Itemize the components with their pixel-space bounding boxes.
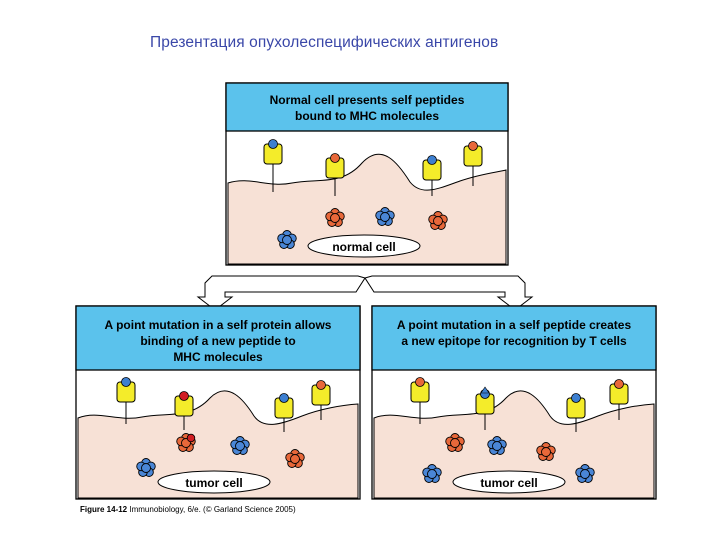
cell-label: normal cell [332, 240, 395, 254]
panel-header [371, 305, 657, 371]
cell-label: tumor cell [185, 476, 242, 490]
panel-header-line1: A point mutation in a self peptide creat… [397, 318, 632, 332]
panel-header-line2: binding of a new peptide to [140, 334, 295, 348]
panel-normal-cell: Normal cell presents self peptides bound… [225, 82, 509, 266]
panel-header [225, 82, 509, 132]
cell-label: tumor cell [480, 476, 537, 490]
branch-arrows [196, 275, 534, 311]
cell-body [227, 153, 507, 265]
mutated-residue [186, 433, 196, 443]
mhc-molecules [263, 139, 483, 196]
slide-title: Презентация опухолеспецифических антиген… [150, 34, 499, 51]
panel-mutation-peptide: A point mutation in a self peptide creat… [371, 305, 657, 500]
mhc-molecules [410, 377, 629, 432]
panel-header [75, 305, 361, 371]
panel-header-line1: A point mutation in a self protein allow… [105, 318, 332, 332]
panel-header-line1: Normal cell presents self peptides [270, 93, 465, 107]
panel-header-line2: a new epitope for recognition by T cells [401, 334, 627, 348]
panel-mutation-protein: A point mutation in a self protein allow… [75, 305, 361, 500]
mhc-molecules [116, 377, 331, 432]
panel-header-line3: MHC molecules [173, 350, 263, 364]
figure-source: Immunobiology, 6/e. (© Garland Science 2… [129, 505, 296, 514]
figure-caption: Figure 14-12 Immunobiology, 6/e. (© Garl… [80, 505, 296, 514]
figure-number: Figure 14-12 [80, 505, 128, 514]
panel-header-line2: bound to MHC molecules [295, 109, 439, 123]
